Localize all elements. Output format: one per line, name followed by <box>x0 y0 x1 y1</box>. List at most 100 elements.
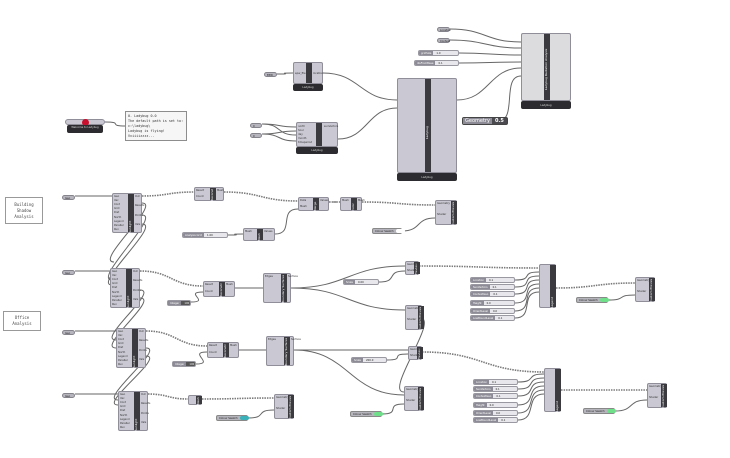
geo-param[interactable]: Geo <box>62 270 75 275</box>
pin-out[interactable]: Out <box>141 393 146 396</box>
pin-in[interactable]: Geo <box>120 393 126 396</box>
pin-out[interactable]: Results <box>141 402 151 406</box>
pin-in[interactable]: Geo <box>118 330 124 333</box>
pin-in[interactable]: Run <box>120 425 125 429</box>
geo-param[interactable]: Geo <box>62 393 75 398</box>
pin-in[interactable]: Parallel <box>118 358 128 362</box>
pin-in[interactable]: Edges <box>268 338 276 341</box>
pin-out[interactable]: Points <box>135 213 143 217</box>
pin-out[interactable]: Vals <box>139 357 145 361</box>
pin-in[interactable]: epw_file <box>295 72 306 75</box>
import-epw-component[interactable]: epw_file location <box>293 62 323 84</box>
colour-swatch[interactable]: Colour Swatch <box>216 415 249 421</box>
pin-in[interactable]: hour <box>298 129 304 132</box>
pin-out[interactable]: Surface <box>291 338 301 341</box>
pin-in[interactable]: Count <box>205 289 213 293</box>
pin-out[interactable]: Mesh <box>358 199 365 202</box>
pin-out[interactable]: Results <box>139 339 149 343</box>
pin-in[interactable]: Legend <box>112 294 122 298</box>
pin-in[interactable]: Legend <box>118 354 128 358</box>
pin-in[interactable]: Mesh <box>245 230 252 233</box>
mesh-component[interactable]: Mesh <box>188 395 202 405</box>
pin-in[interactable]: Vec <box>112 274 117 278</box>
pin-in[interactable]: Dist <box>120 409 126 413</box>
pin-in[interactable]: Shader <box>407 318 417 321</box>
pin-in[interactable]: Dist <box>112 286 118 290</box>
output-panel[interactable]: 0. Ladybug 0.0 The default path is set t… <box>125 111 187 141</box>
pin-out[interactable]: sunVectors <box>324 125 339 128</box>
pin-out[interactable]: Vals <box>133 297 139 301</box>
note-building-shadow-analysis[interactable]: Building Shadow Analysis <box>5 197 43 224</box>
pin-out[interactable]: Vals <box>135 222 141 226</box>
pin-in[interactable]: Grid <box>112 282 118 286</box>
pin-in[interactable]: Count <box>196 194 204 198</box>
pin-in[interactable]: month <box>298 137 307 140</box>
input-param-1[interactable]: 0 <box>250 123 262 128</box>
colour-swatch[interactable]: Colour Swatch <box>576 297 609 303</box>
ladybug-main-component[interactable]: Ladybug <box>397 78 457 173</box>
pin-in[interactable]: Geometry <box>407 263 420 266</box>
pin-out[interactable]: Mesh <box>226 283 233 286</box>
pin-in[interactable]: Cont <box>120 401 127 405</box>
ladybug-node[interactable] <box>65 119 105 126</box>
color-swatch-icon[interactable] <box>599 298 609 302</box>
pin-in[interactable]: Geometry <box>276 396 289 399</box>
pin-in[interactable]: Vec <box>118 334 123 338</box>
pin-in[interactable]: Shader <box>437 213 447 216</box>
pin-in[interactable]: north <box>298 125 305 128</box>
color-swatch-icon[interactable] <box>606 409 616 413</box>
pin-out[interactable]: Points <box>139 348 147 352</box>
epw-param[interactable]: EPW <box>264 72 277 77</box>
pin-in[interactable]: Count <box>209 350 217 354</box>
pin-out[interactable]: Mesh <box>230 344 237 347</box>
location-param[interactable]: Location <box>437 27 451 32</box>
pin-in[interactable]: Dist <box>114 211 120 215</box>
pin-in[interactable]: Geometry <box>410 348 423 351</box>
colour-swatch[interactable]: Colour Swatch <box>583 408 616 414</box>
pin-out[interactable]: Out <box>133 270 138 273</box>
pin-in[interactable]: Vec <box>120 397 125 401</box>
pin-out[interactable]: Values <box>320 199 329 202</box>
pin-in[interactable]: Shader <box>637 290 647 293</box>
pin-in[interactable]: Run <box>118 362 123 366</box>
pin-in[interactable]: North <box>120 413 128 417</box>
legend-component[interactable]: Legend <box>539 264 556 308</box>
pin-in[interactable]: Shader <box>410 353 420 357</box>
pin-in[interactable]: Result <box>196 189 205 192</box>
colour-swatch[interactable]: Colour Swatch <box>350 411 383 417</box>
pin-in[interactable]: Legend <box>114 219 124 223</box>
pin-in[interactable]: Legend <box>120 417 130 421</box>
pin-in[interactable]: Parallel <box>114 223 124 227</box>
pin-in[interactable]: Data <box>300 199 307 202</box>
legend-component[interactable]: Legend <box>544 368 561 412</box>
input-param-2[interactable]: 0 <box>250 133 262 138</box>
pin-in[interactable]: Parallel <box>120 421 130 425</box>
pin-in[interactable]: Edges <box>265 275 273 278</box>
pin-out[interactable]: Mesh <box>217 189 224 192</box>
color-swatch-icon[interactable] <box>373 412 383 416</box>
pin-in[interactable]: Grid <box>114 207 120 211</box>
pin-in[interactable]: North <box>112 290 120 294</box>
pin-in[interactable]: Mesh <box>300 204 307 208</box>
